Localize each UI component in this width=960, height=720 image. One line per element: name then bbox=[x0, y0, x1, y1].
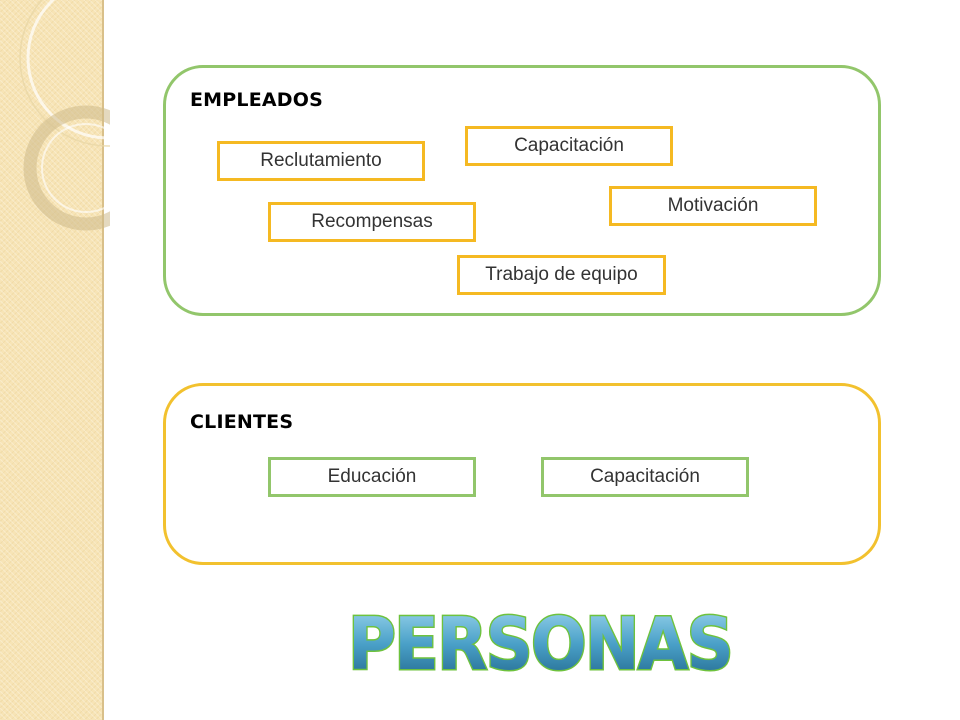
clientes-title: CLIENTES bbox=[190, 411, 294, 433]
empleados-item-reclutamiento: Reclutamiento bbox=[217, 141, 425, 181]
personas-title: PERSONAS bbox=[348, 602, 732, 682]
empleados-section: EMPLEADOS Capacitación Reclutamiento Mot… bbox=[163, 65, 881, 316]
clientes-item-capacitacion: Capacitación bbox=[541, 457, 749, 497]
empleados-item-capacitacion: Capacitación bbox=[465, 126, 673, 166]
decorative-circles bbox=[19, 0, 110, 231]
personas-title-graphic: PERSONAS bbox=[347, 602, 736, 682]
empleados-item-trabajo-de-equipo: Trabajo de equipo bbox=[457, 255, 666, 295]
empleados-item-recompensas: Recompensas bbox=[268, 202, 476, 242]
clientes-item-educacion: Educación bbox=[268, 457, 476, 497]
clientes-section: CLIENTES Educación Capacitación bbox=[163, 383, 881, 565]
empleados-item-motivacion: Motivación bbox=[609, 186, 817, 226]
empleados-title: EMPLEADOS bbox=[190, 89, 324, 111]
